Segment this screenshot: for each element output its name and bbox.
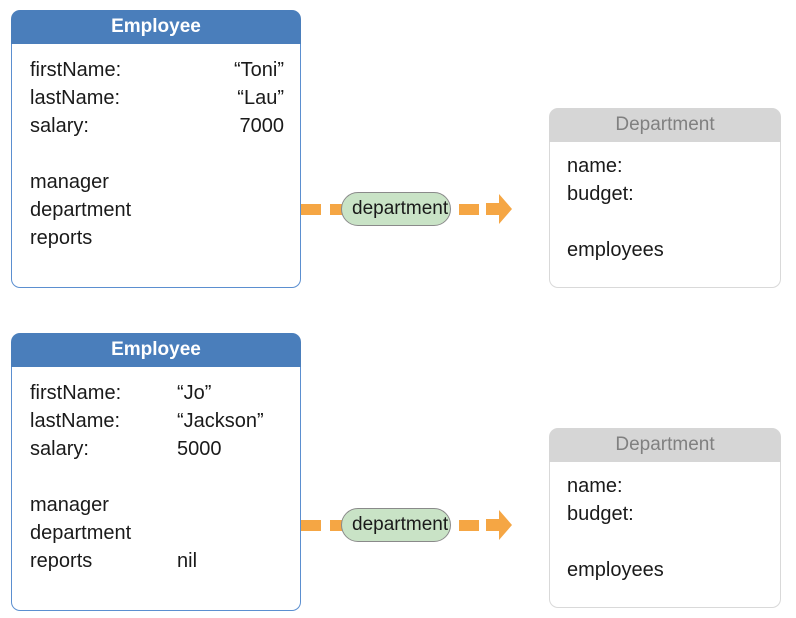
slot-name: department <box>30 522 132 544</box>
employee-object-2-body: firstName: “Jo” lastName: “Jackson” sala… <box>11 367 301 611</box>
slot-value: 7000 <box>239 115 285 137</box>
slot-name: manager <box>30 494 109 516</box>
slot-spacer <box>30 140 284 168</box>
slot-name: name: <box>567 475 623 497</box>
slot-row: lastName: “Lau” <box>30 84 284 112</box>
department-object-1[interactable]: Department name: budget: employees <box>549 108 781 288</box>
slot-name: name: <box>567 155 623 177</box>
slot-value: 5000 <box>177 438 222 460</box>
relationship-connector-2: department <box>300 508 540 542</box>
slot-row: reports <box>30 224 284 252</box>
department-object-2-header: Department <box>549 428 781 462</box>
relationship-connector-1: department <box>300 192 540 226</box>
slot-spacer <box>30 463 284 491</box>
slot-value: “Jo” <box>177 382 212 404</box>
slot-name: lastName: <box>30 410 121 432</box>
relationship-label-2[interactable]: department <box>341 508 451 542</box>
slot-name: budget: <box>567 503 634 525</box>
connector-dash <box>330 204 350 215</box>
slot-name: manager <box>30 171 109 193</box>
slot-row: budget: <box>567 500 765 528</box>
slot-value: “Jackson” <box>177 410 264 432</box>
arrowhead-icon <box>486 192 512 226</box>
connector-dash <box>301 520 321 531</box>
slot-name: salary: <box>30 115 89 137</box>
relationship-label-1[interactable]: department <box>341 192 451 226</box>
arrowhead-icon <box>486 508 512 542</box>
slot-row: employees <box>567 556 765 584</box>
employee-object-2-slots: firstName: “Jo” lastName: “Jackson” sala… <box>30 379 284 575</box>
slot-row: name: <box>567 152 765 180</box>
employee-object-1[interactable]: Employee firstName: “Toni” lastName: “La… <box>11 10 301 288</box>
slot-name: employees <box>567 559 664 581</box>
slot-row: manager <box>30 491 284 519</box>
slot-spacer <box>567 528 765 556</box>
slot-value: “Toni” <box>233 59 284 81</box>
connector-dash <box>459 204 479 215</box>
connector-dash <box>330 520 350 531</box>
slot-row: salary: 7000 <box>30 112 284 140</box>
department-object-1-body: name: budget: employees <box>549 142 781 288</box>
department-object-1-header: Department <box>549 108 781 142</box>
slot-value: “Lau” <box>237 87 284 109</box>
slot-row: salary: 5000 <box>30 435 284 463</box>
slot-spacer <box>567 208 765 236</box>
department-object-2-slots: name: budget: employees <box>567 472 765 584</box>
slot-name: department <box>30 199 132 221</box>
slot-row: reports nil <box>30 547 284 575</box>
department-object-2-body: name: budget: employees <box>549 462 781 608</box>
slot-row: department <box>30 196 284 224</box>
connector-dash <box>301 204 321 215</box>
slot-name: reports <box>30 550 93 572</box>
employee-object-2[interactable]: Employee firstName: “Jo” lastName: “Jack… <box>11 333 301 611</box>
slot-name: employees <box>567 239 664 261</box>
slot-row: employees <box>567 236 765 264</box>
department-object-1-slots: name: budget: employees <box>567 152 765 264</box>
slot-name: salary: <box>30 438 89 460</box>
employee-object-1-slots: firstName: “Toni” lastName: “Lau” salary… <box>30 56 284 252</box>
department-object-2[interactable]: Department name: budget: employees <box>549 428 781 608</box>
slot-row: department <box>30 519 284 547</box>
connector-dash <box>459 520 479 531</box>
employee-object-2-header: Employee <box>11 333 301 367</box>
slot-row: name: <box>567 472 765 500</box>
slot-name: lastName: <box>30 87 121 109</box>
slot-row: lastName: “Jackson” <box>30 407 284 435</box>
slot-name: firstName: <box>30 382 122 404</box>
slot-row: firstName: “Jo” <box>30 379 284 407</box>
slot-value: nil <box>177 550 198 572</box>
slot-row: manager <box>30 168 284 196</box>
slot-name: budget: <box>567 183 634 205</box>
employee-object-1-body: firstName: “Toni” lastName: “Lau” salary… <box>11 44 301 288</box>
slot-row: firstName: “Toni” <box>30 56 284 84</box>
slot-row: budget: <box>567 180 765 208</box>
slot-name: reports <box>30 227 93 249</box>
employee-object-1-header: Employee <box>11 10 301 44</box>
slot-name: firstName: <box>30 59 122 81</box>
